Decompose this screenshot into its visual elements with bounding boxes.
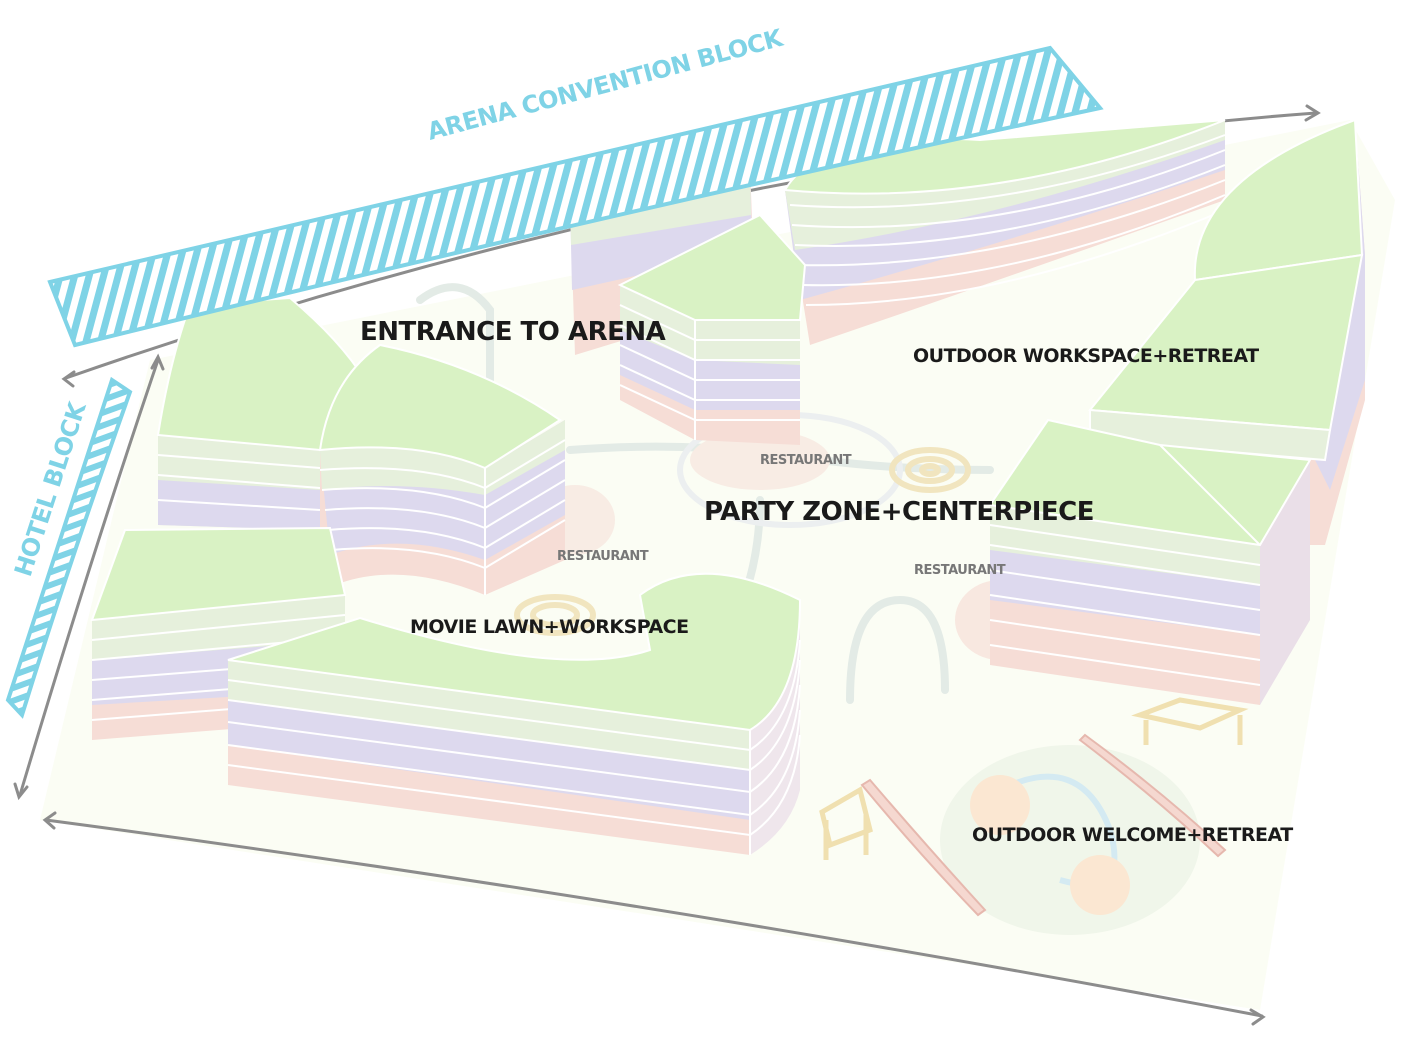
bottom-arrowhead-right [1249, 1008, 1266, 1026]
left-arrowhead-bottom [13, 782, 29, 801]
hotel-block-bar [5, 376, 133, 719]
left-boundary-arrow [18, 358, 160, 797]
restaurant-label-top: RESTAURANT [760, 453, 852, 468]
building-left-back [156, 296, 367, 530]
welcome-disc-1 [970, 775, 1030, 835]
outdoor-workspace-retreat-label: OUTDOOR WORKSPACE+RETREAT [913, 345, 1259, 367]
entrance-to-arena-label: ENTRANCE TO ARENA [360, 317, 666, 347]
top-arrowhead-right [1304, 104, 1321, 122]
bottom-arrowhead-left [42, 811, 57, 830]
building-center-tower [617, 213, 807, 445]
building-top-right [783, 119, 1226, 345]
party-zone-centerpiece-label: PARTY ZONE+CENTERPIECE [704, 497, 1094, 527]
fountain-right [889, 447, 971, 493]
building-right [1088, 118, 1365, 545]
restaurant-label-left: RESTAURANT [557, 549, 649, 564]
restaurant-label-right: RESTAURANT [914, 563, 1006, 578]
pavilion-left [819, 786, 873, 860]
welcome-disc-2 [1070, 855, 1130, 915]
outdoor-welcome-retreat-label: OUTDOOR WELCOME+RETREAT [972, 824, 1293, 846]
pavilion-right [1131, 697, 1249, 745]
building-left-curved [318, 343, 566, 595]
movie-lawn-workspace-label: MOVIE LAWN+WORKSPACE [410, 616, 689, 638]
arena-convention-block-bar [47, 45, 1104, 348]
curved-bench-2 [1078, 733, 1227, 858]
building-front-long [227, 572, 802, 855]
top-arrowhead-left [61, 370, 76, 388]
fountain-left [514, 594, 596, 636]
restaurant-pad-top [690, 430, 830, 490]
left-arrowhead-top [150, 353, 165, 371]
bottom-boundary-arrow [44, 818, 1264, 1018]
building-right-front [988, 418, 1312, 705]
curved-bench-1 [860, 778, 987, 917]
